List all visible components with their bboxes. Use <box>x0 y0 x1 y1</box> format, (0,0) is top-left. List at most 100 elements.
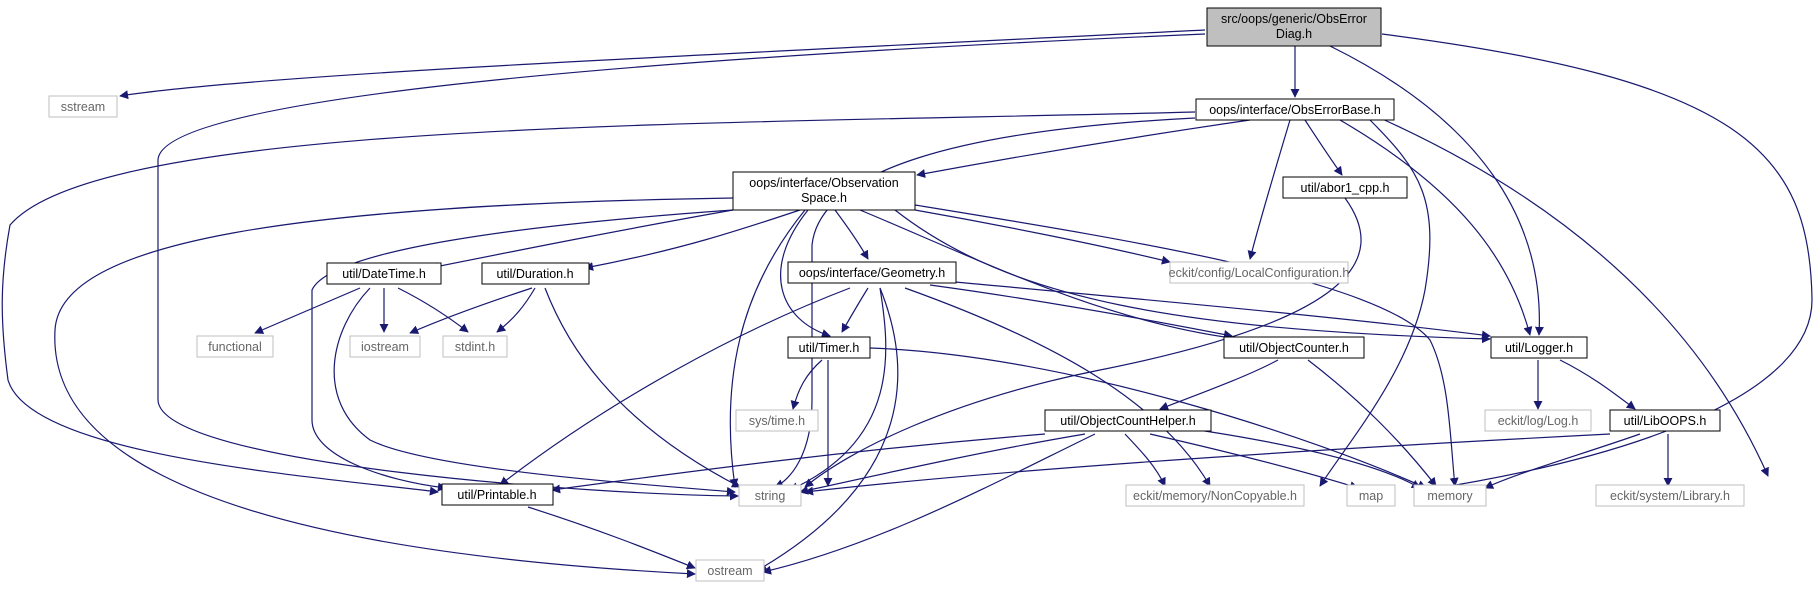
edge-geometry-string <box>789 287 887 491</box>
node-string-label: string <box>755 489 786 503</box>
node-objectcounthelper-label[interactable]: util/ObjectCountHelper.h <box>1060 414 1196 428</box>
node-liboops-box[interactable] <box>1609 409 1721 432</box>
node-root-label-line2: Diag.h <box>1276 27 1312 41</box>
edge-observationspace-duration <box>584 209 801 271</box>
node-observationspace-label-line1[interactable]: oops/interface/Observation <box>749 176 898 190</box>
node-stdint-box <box>442 335 508 358</box>
node-printable-label[interactable]: util/Printable.h <box>457 488 536 502</box>
node-string-box <box>738 484 802 507</box>
edge-liboops-string <box>804 433 1611 496</box>
node-localconfig-label: eckit/config/LocalConfiguration.h <box>1169 266 1350 280</box>
edge-objectcounthelper-ostream <box>762 433 1096 575</box>
edge-duration-iostream <box>409 287 533 334</box>
node-systime-box <box>735 409 819 432</box>
node-logger-box[interactable] <box>1490 336 1588 359</box>
node-eckitlog-box <box>1484 409 1592 432</box>
node-duration-box[interactable] <box>481 262 590 285</box>
node-sstream-box <box>48 95 118 118</box>
edge-root-logger <box>1329 45 1544 336</box>
edge-objectcounthelper-noncopyable <box>1124 433 1166 487</box>
node-memory-label: memory <box>1427 489 1473 503</box>
edge-datetime-functional <box>254 287 361 334</box>
node-duration-label[interactable]: util/Duration.h <box>496 267 573 281</box>
node-systime-label: sys/time.h <box>749 414 805 428</box>
edge-observationspace-string <box>729 209 806 488</box>
edge-timer-systime <box>790 359 823 410</box>
node-datetime-label[interactable]: util/DateTime.h <box>342 267 426 281</box>
edge-objectcounthelper-map <box>1149 433 1359 490</box>
node-obserrorbase-box[interactable] <box>1195 98 1395 121</box>
node-liboops-label[interactable]: util/LibOOPS.h <box>1624 414 1707 428</box>
edge-obserrorbase-noncopyable <box>1319 119 1431 487</box>
edge-root-string <box>157 33 1206 501</box>
node-map-label: map <box>1359 489 1383 503</box>
node-stdint-label: stdint.h <box>455 340 495 354</box>
node-noncopyable-box <box>1125 484 1305 507</box>
edge-logger-liboops <box>1559 359 1636 410</box>
edge-liboops-memory <box>1484 433 1641 489</box>
node-timer-box[interactable] <box>787 336 871 359</box>
edge-root-sstream <box>119 29 1206 100</box>
edge-root-map <box>1381 33 1813 494</box>
edge-objectcounthelper-string <box>799 433 1086 495</box>
edge-geometry-ostream <box>757 287 899 571</box>
edge-observationspace-datetime <box>429 209 734 271</box>
node-objectcounter-box[interactable] <box>1223 336 1365 359</box>
node-obserrorbase-label[interactable]: oops/interface/ObsErrorBase.h <box>1209 103 1381 117</box>
node-timer-label[interactable]: util/Timer.h <box>799 341 860 355</box>
edge-obserrorbase-localconfig <box>1247 119 1291 260</box>
edge-geometry-logger <box>954 281 1491 340</box>
node-noncopyable-label: eckit/memory/NonCopyable.h <box>1133 489 1297 503</box>
node-localconfig-box <box>1169 261 1349 284</box>
node-observationspace-label-line2[interactable]: Space.h <box>801 191 847 205</box>
node-datetime-box[interactable] <box>326 262 442 285</box>
node-root-label-line1: src/oops/generic/ObsError <box>1221 12 1367 26</box>
node-observationspace-box[interactable] <box>732 171 916 211</box>
node-sstream-label: sstream <box>61 100 105 114</box>
edge-obserrorbase-observationspace <box>916 119 1251 178</box>
edge-datetime-string <box>333 287 736 496</box>
edge-objectcounter-memory <box>1307 359 1437 487</box>
node-functional-box <box>196 335 274 358</box>
edge-geometry-timer <box>841 287 869 333</box>
node-memory-box <box>1413 484 1487 507</box>
node-map-box <box>1346 484 1396 507</box>
node-printable-box[interactable] <box>441 483 554 506</box>
edge-objectcounter-objectcounthelper <box>1159 359 1279 411</box>
node-functional-label: functional <box>208 340 262 354</box>
node-geometry-label[interactable]: oops/interface/Geometry.h <box>799 266 945 280</box>
edge-geometry-printable <box>499 287 851 486</box>
edge-observationspace-printable <box>311 209 734 492</box>
edge-obserrorbase-printable <box>1 111 1196 496</box>
edge-observationspace-geometry <box>834 209 869 260</box>
edge-observationspace-ostream <box>54 197 734 579</box>
edge-abor1-string <box>804 197 1362 488</box>
edge-objectcounthelper-memory <box>1184 427 1421 489</box>
node-ostream-box <box>695 559 765 582</box>
edge-timer-memory <box>869 347 1427 489</box>
edge-duration-string <box>544 287 741 488</box>
node-eckitlog-label: eckit/log/Log.h <box>1498 414 1579 428</box>
node-iostream-box <box>349 335 421 358</box>
node-geometry-box[interactable] <box>787 261 957 284</box>
edge-duration-stdint <box>496 287 536 333</box>
edge-observationspace-logger <box>894 209 1491 344</box>
edge-geometry-noncopyable <box>904 287 1211 487</box>
node-objectcounter-label[interactable]: util/ObjectCounter.h <box>1239 341 1349 355</box>
edge-geometry-objectcounter <box>929 284 1233 339</box>
edge-observationspace-localconfig <box>914 209 1171 265</box>
node-library-box <box>1595 484 1745 507</box>
edge-printable-ostream <box>527 506 696 570</box>
node-library-label: eckit/system/Library.h <box>1610 489 1730 503</box>
edge-objectcounthelper-printable <box>551 433 1046 494</box>
node-abor1-box[interactable] <box>1282 176 1408 199</box>
node-root-box <box>1206 7 1382 47</box>
node-abor1-label[interactable]: util/abor1_cpp.h <box>1301 181 1390 195</box>
edge-obserrorbase-logger <box>1339 119 1533 336</box>
node-objectcounthelper-box[interactable] <box>1044 409 1212 432</box>
node-ostream-label: ostream <box>707 564 752 578</box>
node-iostream-label: iostream <box>361 340 409 354</box>
edge-observationspace-objectcounter <box>859 209 1233 342</box>
node-logger-label[interactable]: util/Logger.h <box>1505 341 1573 355</box>
